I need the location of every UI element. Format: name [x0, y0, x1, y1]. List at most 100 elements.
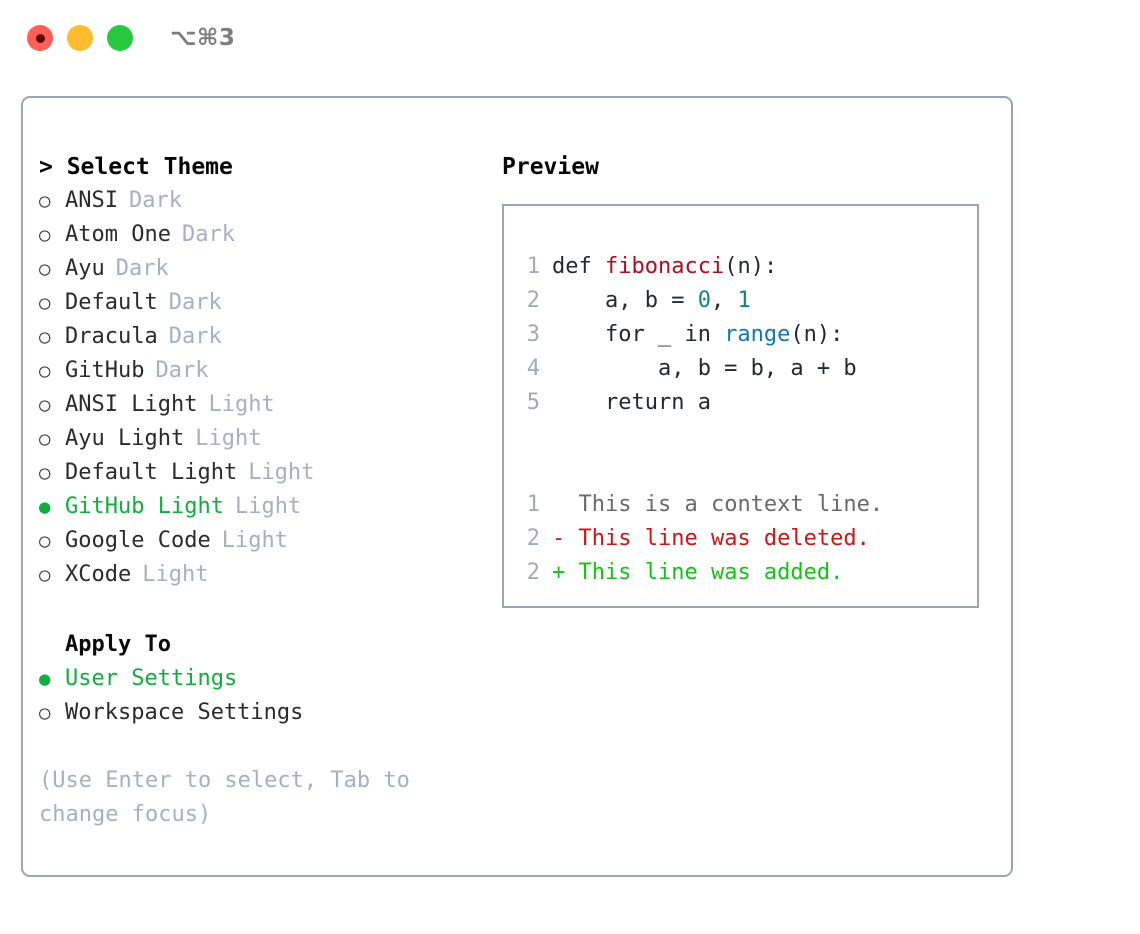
theme-variant-tag: Light [234, 494, 302, 519]
radio-unselected-icon: ○ [39, 360, 51, 382]
close-window-button[interactable] [27, 25, 53, 51]
titlebar-shortcut-label: ⌥⌘3 [170, 24, 236, 51]
code-token-num: 1 [737, 288, 751, 313]
diff-marker [552, 492, 579, 517]
apply-to-option-label: Workspace Settings [65, 700, 304, 725]
radio-selected-icon: ● [39, 668, 51, 690]
theme-variant-tag: Dark [155, 358, 209, 383]
code-token-plain: (n): [724, 254, 778, 279]
apply-to-label: Apply To [65, 632, 171, 657]
diff-line-number: 2 [526, 560, 540, 585]
code-line: 4 a, b = b, a + b [518, 352, 883, 386]
diff-line-ctx: 1 This is a context line. [518, 488, 883, 522]
diff-marker: + [552, 560, 579, 585]
apply-to-heading: ○ Apply To [39, 628, 484, 662]
theme-option-label: GitHub [65, 358, 145, 383]
code-line-number: 5 [526, 390, 540, 415]
code-line: 5 return a [518, 386, 883, 420]
theme-variant-tag: Light [208, 392, 275, 417]
diff-marker: - [552, 526, 579, 551]
theme-option-label: Ayu Light [65, 426, 185, 451]
radio-unselected-icon: ○ [39, 462, 51, 484]
diff-line-number: 2 [526, 526, 540, 551]
radio-unselected-icon: ○ [39, 394, 51, 416]
radio-unselected-icon: ○ [39, 258, 51, 280]
code-token-plain: for _ in [552, 322, 725, 347]
preview-heading: Preview [502, 154, 599, 180]
apply-to-option-user-settings[interactable]: ● User Settings [39, 662, 484, 696]
select-theme-heading: > Select Theme [39, 154, 233, 180]
theme-option-label: ANSI Light [65, 392, 198, 417]
preview-column: Preview [502, 150, 992, 184]
theme-option-ansi[interactable]: ○ ANSI Dark [39, 184, 484, 218]
theme-option-ansi-light[interactable]: ○ ANSI Light Light [39, 388, 484, 422]
minimize-window-button[interactable] [67, 25, 93, 51]
apply-to-bullet-placeholder: ○ [39, 628, 65, 662]
theme-option-label: Default [65, 290, 158, 315]
apply-to-option-workspace-settings[interactable]: ○ Workspace Settings [39, 696, 484, 730]
theme-option-ayu[interactable]: ○ Ayu Dark [39, 252, 484, 286]
theme-variant-tag: Light [142, 562, 209, 587]
theme-variant-tag: Light [248, 460, 315, 485]
theme-variant-tag: Dark [115, 256, 169, 281]
code-token-plain: a, b = b, a + b [552, 356, 857, 381]
theme-option-default-light[interactable]: ○ Default Light Light [39, 456, 484, 490]
code-line-text: def fibonacci(n): [552, 250, 777, 284]
keyboard-hint-text: (Use Enter to select, Tab to change focu… [39, 768, 424, 827]
theme-option-label: Google Code [65, 528, 211, 553]
diff-line-text: + This line was added. [552, 556, 843, 590]
diff-line-text: - This line was deleted. [552, 522, 870, 556]
theme-option-label: Default Light [65, 460, 238, 485]
theme-option-label: Ayu [65, 256, 105, 281]
maximize-window-button[interactable] [107, 25, 133, 51]
diff-line-number: 1 [526, 492, 540, 517]
code-line: 3 for _ in range(n): [518, 318, 883, 352]
code-token-plain: a, b = [552, 288, 698, 313]
code-line-number: 2 [526, 288, 540, 313]
theme-option-label: ANSI [65, 188, 118, 213]
window-controls [27, 25, 133, 51]
radio-unselected-icon: ○ [39, 326, 51, 348]
radio-unselected-icon: ○ [39, 564, 51, 586]
radio-unselected-icon: ○ [39, 428, 51, 450]
theme-variant-tag: Dark [168, 324, 222, 349]
code-token-fn: fibonacci [604, 254, 725, 279]
theme-variant-tag: Dark [128, 188, 182, 213]
theme-option-github[interactable]: ○ GitHub Dark [39, 354, 484, 388]
theme-option-label: XCode [65, 562, 132, 587]
apply-to-list[interactable]: ● User Settings ○ Workspace Settings [39, 662, 484, 730]
apply-to-option-label: User Settings [65, 666, 238, 691]
theme-option-xcode[interactable]: ○ XCode Light [39, 558, 484, 592]
code-line-text: for _ in range(n): [552, 318, 843, 352]
code-blank-line [518, 420, 883, 454]
code-token-plain: def [552, 254, 605, 279]
code-token-call: range [724, 322, 791, 347]
radio-selected-icon: ● [39, 496, 51, 518]
radio-unselected-icon: ○ [39, 702, 51, 724]
code-token-plain: return a [552, 390, 711, 415]
code-line-number: 3 [526, 322, 540, 347]
code-token-plain: , [710, 288, 738, 313]
diff-line-del: 2 - This line was deleted. [518, 522, 883, 556]
diff-body: This line was added. [578, 560, 844, 585]
section-spacer [39, 592, 484, 628]
radio-unselected-icon: ○ [39, 190, 51, 212]
theme-variant-tag: Dark [181, 222, 235, 247]
diff-line-text: This is a context line. [552, 488, 884, 522]
code-blank-line [518, 454, 883, 488]
code-line-text: return a [552, 386, 711, 420]
radio-unselected-icon: ○ [39, 292, 51, 314]
code-line: 2 a, b = 0, 1 [518, 284, 883, 318]
theme-variant-tag: Light [221, 528, 288, 553]
